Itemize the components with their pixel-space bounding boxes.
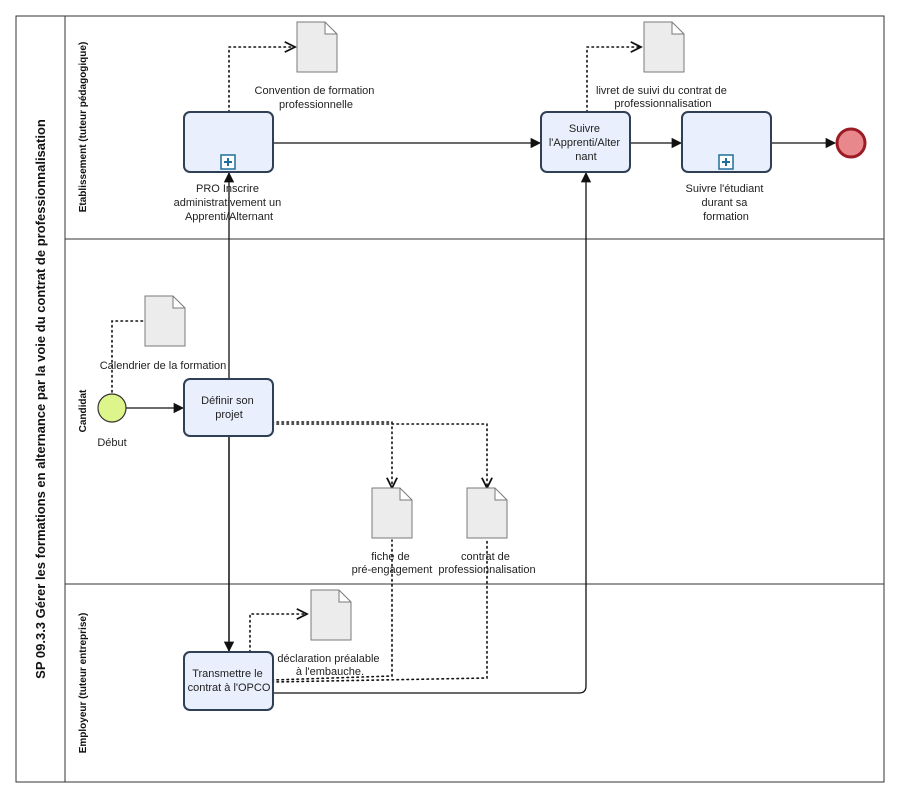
document-icon (296, 21, 338, 73)
start-event[interactable]: Début (97, 393, 127, 449)
document-calendrier-line-1: Calendrier de la formation (100, 360, 227, 372)
document-livret-line-1: livret de suivi du contrat de (596, 85, 727, 97)
association-transmettre-contrat (271, 539, 488, 683)
associations (111, 47, 641, 683)
task-transmettre-line-1: Transmettre le (192, 668, 263, 680)
task-inscrire-line-3: Apprenti/Alternant (185, 211, 273, 223)
task-suivre-apprenti-label: Suivre l'Apprenti/Alter nant (549, 123, 623, 163)
start-event-label: Début (97, 437, 126, 449)
lane-candidat: Candidat (65, 389, 884, 585)
document-contrat-label: contrat de professionnalisation (438, 551, 535, 576)
task-suivre-apprenti-line-1: Suivre (569, 123, 600, 135)
association-transmettre-fiche (271, 539, 393, 681)
task-suivre-apprenti-line-3: nant (575, 151, 596, 163)
subprocess-marker-icon (718, 154, 734, 170)
task-definir-projet[interactable]: Définir son projet (183, 378, 274, 437)
task-definir-line-2: projet (215, 409, 243, 421)
task-definir-line-1: Définir son (201, 395, 254, 407)
association-start-calendrier (111, 320, 144, 393)
document-convention[interactable]: Convention de formation professionnelle (255, 21, 378, 111)
document-declaration[interactable]: déclaration préalable à l'embauche. (277, 589, 382, 678)
task-inscrire-line-1: PRO Inscrire (196, 183, 259, 195)
document-icon (466, 487, 508, 539)
task-inscrire-line-2: administrativement un (174, 197, 282, 209)
task-transmettre-line-2: contrat à l'OPCO (188, 682, 271, 694)
document-livret-line-2: professionnalisation (614, 98, 711, 110)
lane-label-etablissement: Etablissement (tuteur pédagogique) (78, 42, 89, 213)
association-definir-fiche (271, 421, 392, 488)
task-definir-label: Définir son projet (201, 395, 257, 421)
lane-label-employeur: Employeur (tuteur entreprise) (78, 613, 89, 754)
document-icon (310, 589, 352, 641)
document-icon (144, 295, 186, 347)
document-declaration-line-1: déclaration préalable (277, 653, 379, 665)
document-fiche-line-2: pré-engagement (352, 564, 433, 576)
document-contrat[interactable]: contrat de professionnalisation (438, 487, 536, 576)
lane-etablissement: Etablissement (tuteur pédagogique) (65, 42, 884, 240)
document-convention-label: Convention de formation professionnelle (255, 85, 378, 111)
document-declaration-line-2: à l'embauche. (296, 666, 364, 678)
task-suivre-etudiant-line-3: formation (703, 211, 749, 223)
document-icon (371, 487, 413, 539)
task-inscrire-label: PRO Inscrire administrativement un Appre… (174, 183, 285, 223)
document-declaration-label: déclaration préalable à l'embauche. (277, 653, 382, 678)
flow-transmettre-suivre (274, 171, 592, 694)
task-suivre-etudiant-label: Suivre l'étudiant durant sa formation (686, 183, 767, 223)
end-event[interactable] (835, 127, 867, 159)
association-suivre-livret (586, 47, 641, 113)
document-fiche-label: fiche de pré-engagement (352, 551, 433, 576)
document-livret-label: livret de suivi du contrat de profession… (596, 85, 730, 110)
association-definir-contrat (271, 423, 487, 488)
lane-employeur: Employeur (tuteur entreprise) (78, 613, 89, 754)
document-livret[interactable]: livret de suivi du contrat de profession… (596, 21, 730, 110)
document-contrat-line-1: contrat de (461, 551, 510, 563)
document-convention-line-2: professionnelle (279, 99, 353, 111)
task-inscrire[interactable]: PRO Inscrire administrativement un Appre… (174, 111, 285, 223)
document-contrat-line-2: professionnalisation (438, 564, 535, 576)
association-inscrire-convention (228, 47, 295, 113)
task-suivre-etudiant[interactable]: Suivre l'étudiant durant sa formation (681, 111, 772, 223)
document-calendrier-label: Calendrier de la formation (100, 360, 227, 372)
pool-title: SP 09.3.3 Gérer les formations en altern… (33, 119, 48, 679)
task-suivre-apprenti[interactable]: Suivre l'Apprenti/Alter nant (540, 111, 631, 173)
task-suivre-etudiant-line-1: Suivre l'étudiant (686, 183, 764, 195)
document-convention-line-1: Convention de formation (255, 85, 375, 97)
document-fiche[interactable]: fiche de pré-engagement (352, 487, 433, 576)
task-transmettre[interactable]: Transmettre le contrat à l'OPCO (183, 651, 274, 711)
document-calendrier[interactable]: Calendrier de la formation (100, 295, 227, 372)
association-transmettre-declaration (249, 614, 307, 653)
subprocess-marker-icon (220, 154, 236, 170)
document-icon (643, 21, 685, 73)
document-fiche-line-1: fiche de (371, 551, 410, 563)
task-transmettre-label: Transmettre le contrat à l'OPCO (188, 668, 271, 694)
lane-label-candidat: Candidat (78, 389, 89, 432)
task-suivre-etudiant-line-2: durant sa (702, 197, 749, 209)
task-suivre-apprenti-line-2: l'Apprenti/Alter (549, 137, 621, 149)
